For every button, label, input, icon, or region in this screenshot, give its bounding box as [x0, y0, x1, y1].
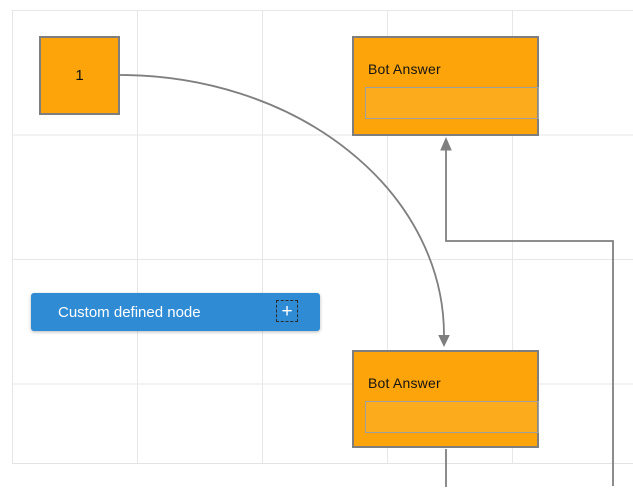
add-button[interactable]: +: [276, 300, 298, 322]
node-custom-defined[interactable]: Custom defined node +: [31, 293, 320, 331]
node-bot-answer-top[interactable]: Bot Answer: [352, 36, 539, 136]
node-title: Bot Answer: [368, 61, 441, 77]
plus-icon: +: [281, 300, 293, 322]
node-bot-answer-bottom[interactable]: Bot Answer: [352, 350, 539, 448]
node-start-label: 1: [75, 67, 84, 84]
node-start[interactable]: 1: [39, 36, 120, 115]
node-title: Bot Answer: [368, 375, 441, 391]
answer-input[interactable]: [365, 401, 539, 433]
answer-input[interactable]: [365, 87, 539, 119]
node-custom-label: Custom defined node: [58, 303, 201, 321]
